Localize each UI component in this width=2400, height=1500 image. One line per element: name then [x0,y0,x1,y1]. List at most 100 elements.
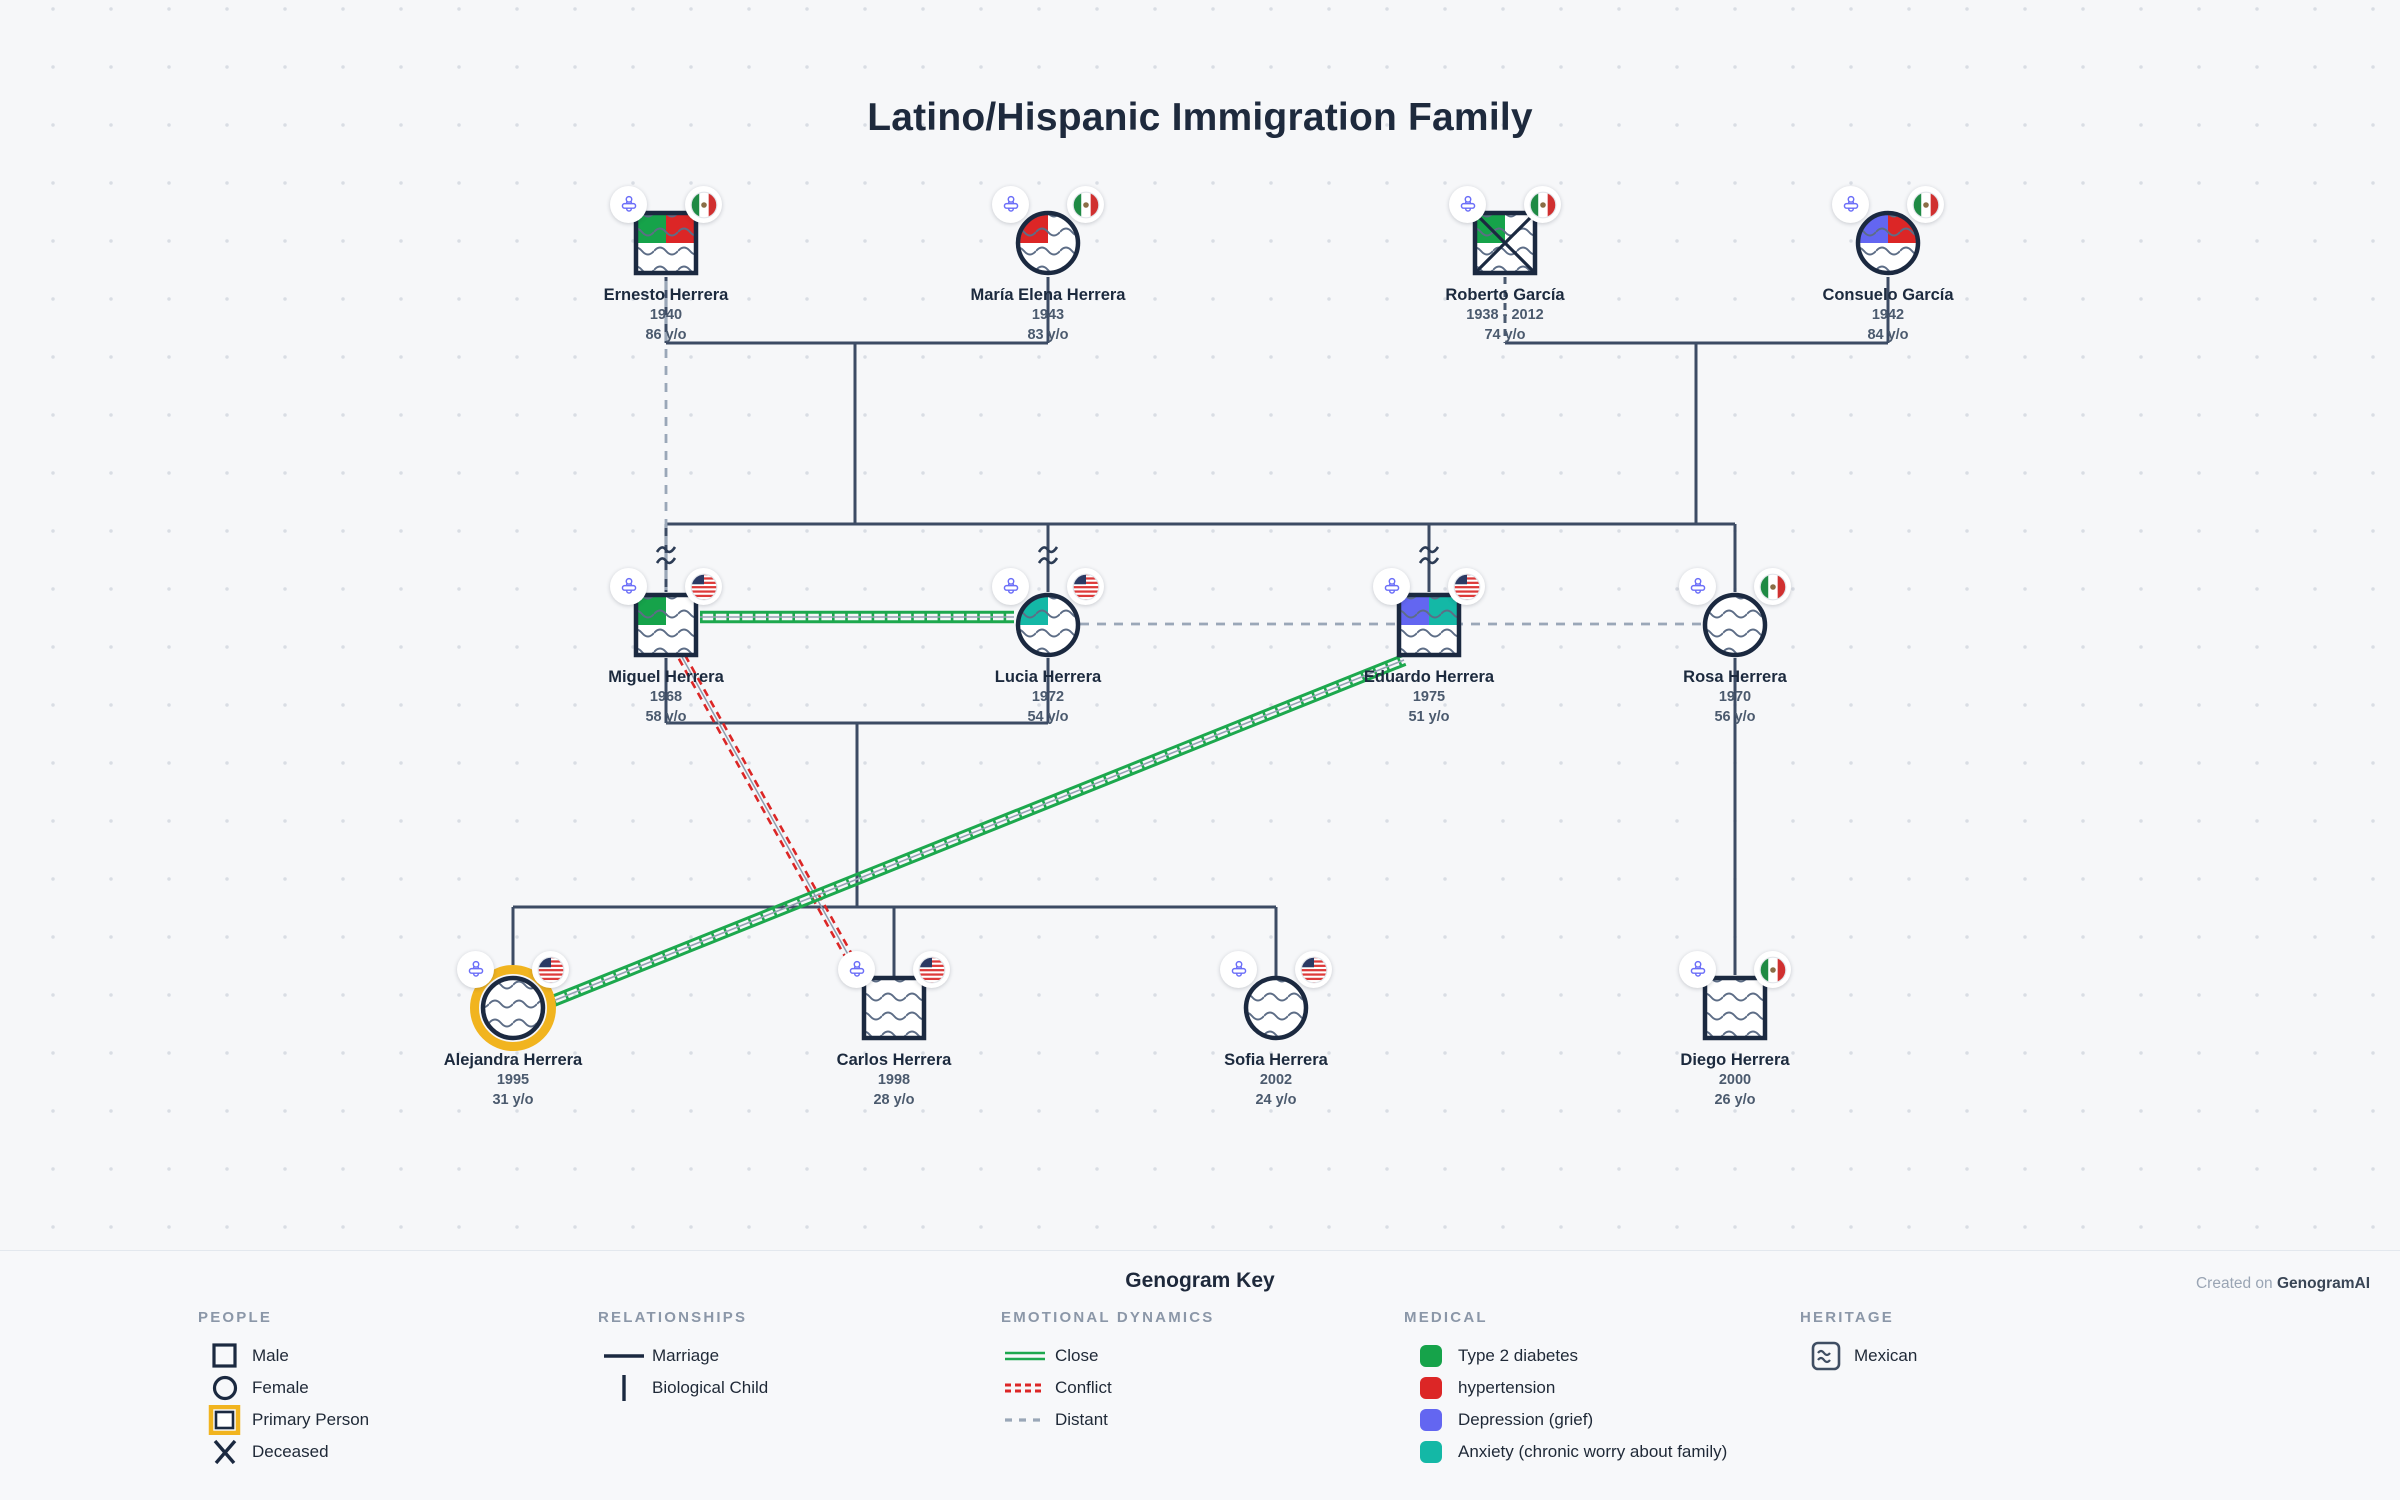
page-title: Latino/Hispanic Immigration Family [867,96,1533,139]
person-node-maria-elena-herrera[interactable]: María Elena Herrera 1943 83 y/o [970,186,1126,343]
hypertension-swatch-icon [1404,1374,1458,1402]
person-label: Ernesto Herrera 1940 86 y/o [603,286,729,343]
key-item-depression: Depression (grief) [1404,1404,1727,1436]
person-node-consuelo-garcia[interactable]: Consuelo García 1942 84 y/o [1822,186,1954,343]
key-item-marriage: Marriage [598,1340,768,1372]
person-label: Sofia Herrera 2002 24 y/o [1224,1051,1328,1108]
flag-usa-icon [1448,568,1485,605]
key-title: Genogram Key [1125,1269,1275,1292]
close-line-miguel-lucia [700,610,1014,624]
flag-mexico-icon [1067,186,1104,223]
deceased-x-mark [1474,212,1536,274]
person-shape-male[interactable] [1699,972,1771,1044]
flag-usa-icon [685,568,722,605]
person-shape-female[interactable] [1699,589,1771,661]
person-label: María Elena Herrera 1943 83 y/o [970,286,1126,343]
person-label: Alejandra Herrera 1995 31 y/o [443,1051,583,1108]
person-shape-female-primary[interactable] [465,960,561,1056]
flag-usa-icon [1067,568,1104,605]
genogram-key-panel: Genogram Key Created on GenogramAI PEOPL… [0,1250,2400,1500]
flag-mexico-icon [1754,568,1791,605]
key-item-close: Close [1001,1340,1215,1372]
diabetes-swatch-icon [1404,1342,1458,1370]
person-node-eduardo-herrera[interactable]: Eduardo Herrera 1975 51 y/o [1364,568,1494,725]
add-person-icon[interactable] [457,951,494,988]
depression-swatch-icon [1404,1406,1458,1434]
person-label: Roberto García 1938 - 2012 74 y/o [1445,286,1565,343]
person-node-carlos-herrera[interactable]: Carlos Herrera 1998 28 y/o [837,951,951,1108]
close-line-icon [1001,1342,1055,1370]
key-item-type-2-diabetes: Type 2 diabetes [1404,1340,1727,1372]
add-person-icon[interactable] [992,186,1029,223]
add-person-icon[interactable] [1373,568,1410,605]
person-label: Eduardo Herrera 1975 51 y/o [1363,668,1495,725]
person-shape-male[interactable] [630,207,702,279]
primary-person-icon [198,1405,252,1435]
marriage-child-lines [511,277,1890,976]
key-section-emotional-dynamics: EMOTIONAL DYNAMICS Close Conflict Distan… [1001,1309,1215,1436]
key-section-heritage: HERITAGE Mexican [1800,1309,1917,1372]
person-shape-male[interactable] [1393,589,1465,661]
person-label: Carlos Herrera 1998 28 y/o [836,1051,952,1108]
male-square-icon [198,1342,252,1370]
primary-person-ring [470,965,556,1051]
add-person-icon[interactable] [1449,186,1486,223]
person-shape-female[interactable] [1240,972,1312,1044]
person-node-miguel-herrera[interactable]: Miguel Herrera 1968 58 y/o [608,568,724,725]
flag-mexico-icon [1524,186,1561,223]
add-person-icon[interactable] [610,186,647,223]
brand-name: GenogramAI [2276,1275,2370,1292]
add-person-icon[interactable] [1832,186,1869,223]
person-label: Miguel Herrera 1968 58 y/o [608,668,724,725]
person-label: Lucia Herrera 1972 54 y/o [994,668,1102,725]
flag-usa-icon [913,951,950,988]
person-shape-female[interactable] [1852,207,1924,279]
person-node-alejandra-herrera-primary[interactable]: Alejandra Herrera 1995 31 y/o [444,951,582,1108]
distant-lines [664,281,1701,626]
key-item-male: Male [198,1340,369,1372]
key-item-female: Female [198,1372,369,1404]
mexican-heritage-waves-icon [1800,1341,1854,1371]
person-shape-male[interactable] [630,589,702,661]
person-node-sofia-herrera[interactable]: Sofia Herrera 2002 24 y/o [1220,951,1332,1108]
biological-child-line-icon [598,1373,652,1403]
person-node-rosa-herrera[interactable]: Rosa Herrera 1970 56 y/o [1679,568,1791,725]
female-circle-icon [198,1374,252,1402]
key-item-distant: Distant [1001,1404,1215,1436]
key-item-hypertension: hypertension [1404,1372,1727,1404]
flag-mexico-icon [685,186,722,223]
add-person-icon[interactable] [1679,568,1716,605]
key-item-primary-person: Primary Person [198,1404,369,1436]
flag-usa-icon [1295,951,1332,988]
anxiety-swatch-icon [1404,1438,1458,1466]
add-person-icon[interactable] [838,951,875,988]
person-shape-male[interactable] [858,972,930,1044]
person-label: Consuelo García 1942 84 y/o [1822,286,1954,343]
person-label: Rosa Herrera 1970 56 y/o [1683,668,1787,725]
add-person-icon[interactable] [992,568,1029,605]
add-person-icon[interactable] [610,568,647,605]
add-person-icon[interactable] [1679,951,1716,988]
key-item-biological-child: Biological Child [598,1372,768,1404]
flag-mexico-icon [1907,186,1944,223]
person-node-lucia-herrera[interactable]: Lucia Herrera 1972 54 y/o [992,568,1104,725]
distant-line-icon [1001,1406,1055,1434]
person-node-diego-herrera[interactable]: Diego Herrera 2000 26 y/o [1679,951,1791,1108]
deceased-x-icon [198,1438,252,1466]
key-section-medical: MEDICAL Type 2 diabetes hypertension Dep… [1404,1309,1727,1468]
key-section-relationships: RELATIONSHIPS Marriage Biological Child [598,1309,768,1404]
key-item-deceased: Deceased [198,1436,369,1468]
person-shape-female[interactable] [1012,207,1084,279]
person-node-ernesto-herrera[interactable]: Ernesto Herrera 1940 86 y/o [604,186,728,343]
person-shape-male-deceased[interactable] [1469,207,1541,279]
person-shape-female[interactable] [1012,589,1084,661]
close-line-alejandra-eduardo [550,654,1407,1007]
immigration-marks [655,546,1440,565]
conflict-line [677,654,865,979]
add-person-icon[interactable] [1220,951,1257,988]
person-node-roberto-garcia[interactable]: Roberto García 1938 - 2012 74 y/o [1445,186,1565,343]
person-label: Diego Herrera 2000 26 y/o [1680,1051,1790,1108]
flag-mexico-icon [1754,951,1791,988]
